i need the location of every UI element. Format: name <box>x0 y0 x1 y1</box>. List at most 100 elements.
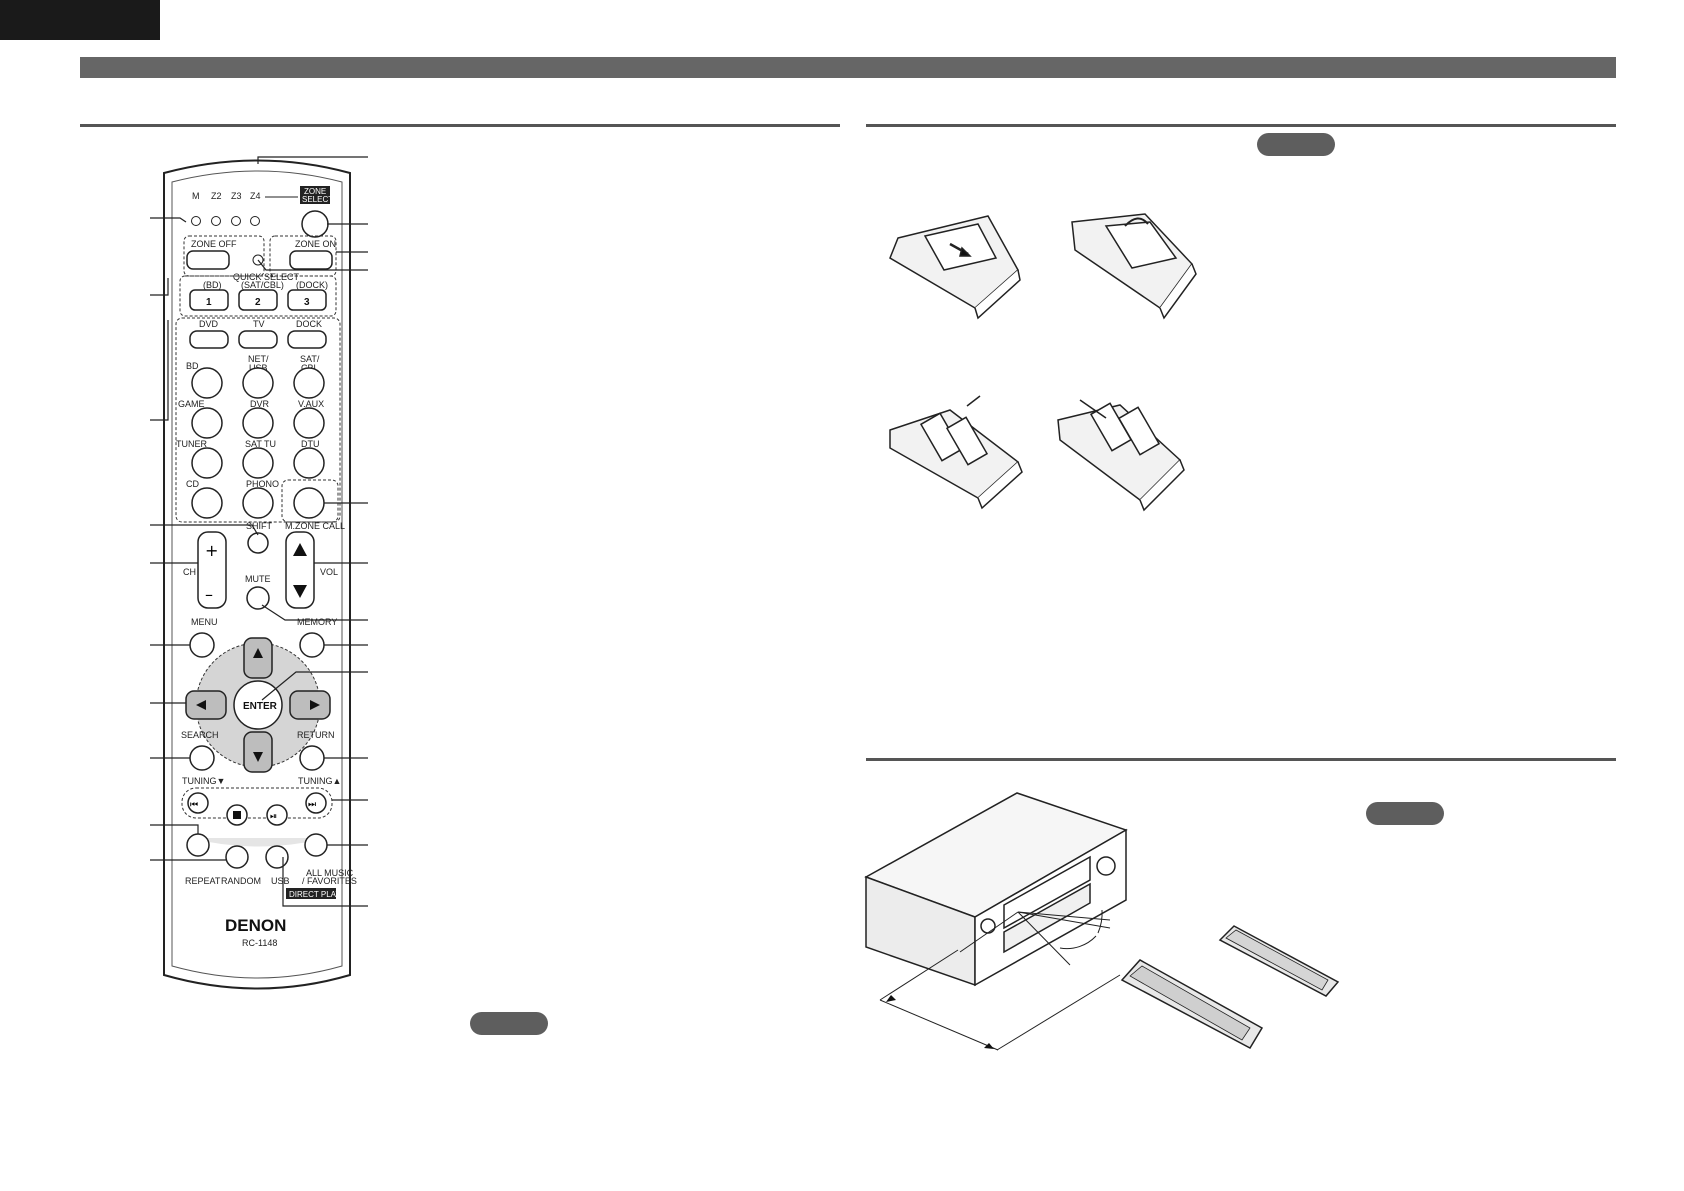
corner-tab <box>0 0 160 40</box>
callout-lines-right <box>257 156 368 907</box>
zone-indicator-m: M <box>192 191 200 201</box>
shift-button[interactable] <box>247 532 269 554</box>
quick-num-3: 3 <box>304 297 310 308</box>
quick-sub-sat: (SAT/CBL) <box>241 280 284 290</box>
src-dtu-label: DTU <box>301 439 320 449</box>
src-bd-button[interactable] <box>191 367 223 399</box>
mute-button[interactable] <box>246 586 270 610</box>
zone-leds <box>191 216 260 226</box>
section-rule-left <box>80 124 840 127</box>
zone-off-button[interactable] <box>186 250 230 270</box>
brand-logo: DENON <box>225 916 286 935</box>
arrow-down-icon <box>253 752 263 762</box>
arrow-right-icon <box>310 700 320 710</box>
note-pill-operating-range <box>1366 802 1444 825</box>
tuning-down-label: TUNING▼ <box>182 776 225 786</box>
return-label: RETURN <box>297 730 335 740</box>
src-tuner-button[interactable] <box>191 447 223 479</box>
zone-on-button[interactable] <box>289 250 333 270</box>
src-game-button[interactable] <box>191 407 223 439</box>
src-net-usb-button[interactable] <box>242 367 274 399</box>
volume-down-icon <box>293 585 307 598</box>
src-vaux-button[interactable] <box>293 407 325 439</box>
zone-off-label: ZONE OFF <box>191 239 237 249</box>
volume-label: VOL <box>320 567 338 577</box>
quick-sub-dock: (DOCK) <box>296 280 328 290</box>
src-sat-label: SAT/ <box>300 354 320 364</box>
skip-back-button[interactable] <box>187 792 209 814</box>
quick-num-1: 1 <box>206 297 212 308</box>
channel-label: CH <box>183 567 196 577</box>
remote-standalone-illustration <box>1218 925 1340 997</box>
model-label: RC-1148 <box>242 938 277 948</box>
src-dvd-label: DVD <box>199 319 219 329</box>
range-arrow-right-icon <box>984 1043 994 1049</box>
section-rule-right-top <box>866 124 1616 127</box>
src-tv-button[interactable] <box>238 330 278 349</box>
zone-indicator-z4: Z4 <box>250 191 261 201</box>
search-label: SEARCH <box>181 730 219 740</box>
random-label: RANDOM <box>221 876 261 886</box>
quick-select-label: QUICK SELECT <box>233 272 300 282</box>
memory-label: MEMORY <box>297 617 337 627</box>
quick-sub-bd: (BD) <box>203 280 222 290</box>
play-pause-icon: ⏯ <box>270 812 277 822</box>
section-rule-right-bottom <box>866 758 1616 761</box>
remote-in-range-illustration <box>1120 959 1264 1049</box>
arrow-left-icon <box>196 700 206 710</box>
quick-select-1-button[interactable] <box>189 289 229 311</box>
src-dvd-button[interactable] <box>189 330 229 349</box>
src-bd-label: BD <box>186 361 199 371</box>
battery-step-2-illustration <box>1071 213 1197 320</box>
src-cd-label: CD <box>186 479 199 489</box>
tuning-up-label: TUNING▲ <box>298 776 341 786</box>
mute-label: MUTE <box>245 574 271 584</box>
favorites-label: / FAVORITES <box>302 876 357 886</box>
range-arrow-left-icon <box>886 995 896 1002</box>
note-pill-remote <box>470 1012 548 1035</box>
arrow-up-icon <box>253 648 263 658</box>
src-phono-label: PHONO <box>246 479 279 489</box>
zone-select-label-1: ZONE <box>304 187 326 196</box>
src-vaux-label: V.AUX <box>298 399 324 409</box>
volume-rocker[interactable] <box>285 531 315 609</box>
src-game-label: GAME <box>178 399 205 409</box>
src-cd-button[interactable] <box>191 487 223 519</box>
play-pause-button[interactable] <box>266 804 288 826</box>
src-sattu-button[interactable] <box>242 447 274 479</box>
src-dtu-button[interactable] <box>293 447 325 479</box>
battery-step-3-illustration <box>889 395 1023 510</box>
src-sattu-label: SAT TU <box>245 439 276 449</box>
mzone-call-label: M.ZONE CALL <box>285 521 345 531</box>
av-receiver-illustration <box>864 792 1128 987</box>
src-dvr-button[interactable] <box>242 407 274 439</box>
menu-label: MENU <box>191 617 218 627</box>
skip-forward-button[interactable] <box>305 792 327 814</box>
zone-indicator-z2: Z2 <box>211 191 222 201</box>
skip-back-icon: ⏮ <box>190 800 198 810</box>
quick-select-2-button[interactable] <box>238 289 278 311</box>
shift-label: SHIFT <box>246 521 273 531</box>
zone-select-label-2: SELECT <box>302 195 333 204</box>
src-sat-cbl-button[interactable] <box>293 367 325 399</box>
repeat-label: REPEAT <box>185 876 221 886</box>
battery-step-1-illustration <box>889 215 1021 320</box>
header-bar <box>80 57 1616 78</box>
zone-on-label: ZONE ON <box>295 239 336 249</box>
channel-rocker[interactable] <box>197 531 227 609</box>
quick-num-2: 2 <box>255 297 261 308</box>
zone-indicator-z3: Z3 <box>231 191 242 201</box>
src-dock-button[interactable] <box>287 330 327 349</box>
usb-label: USB <box>271 876 290 886</box>
src-phono-button[interactable] <box>242 487 274 519</box>
volume-up-icon <box>293 543 307 556</box>
random-button[interactable] <box>225 845 249 869</box>
direct-play-label: DIRECT PLAY <box>289 890 341 899</box>
note-pill-battery <box>1257 133 1335 156</box>
channel-up-icon: + <box>205 541 218 560</box>
quick-select-3-button[interactable] <box>287 289 327 311</box>
src-net-label: NET/ <box>248 354 269 364</box>
